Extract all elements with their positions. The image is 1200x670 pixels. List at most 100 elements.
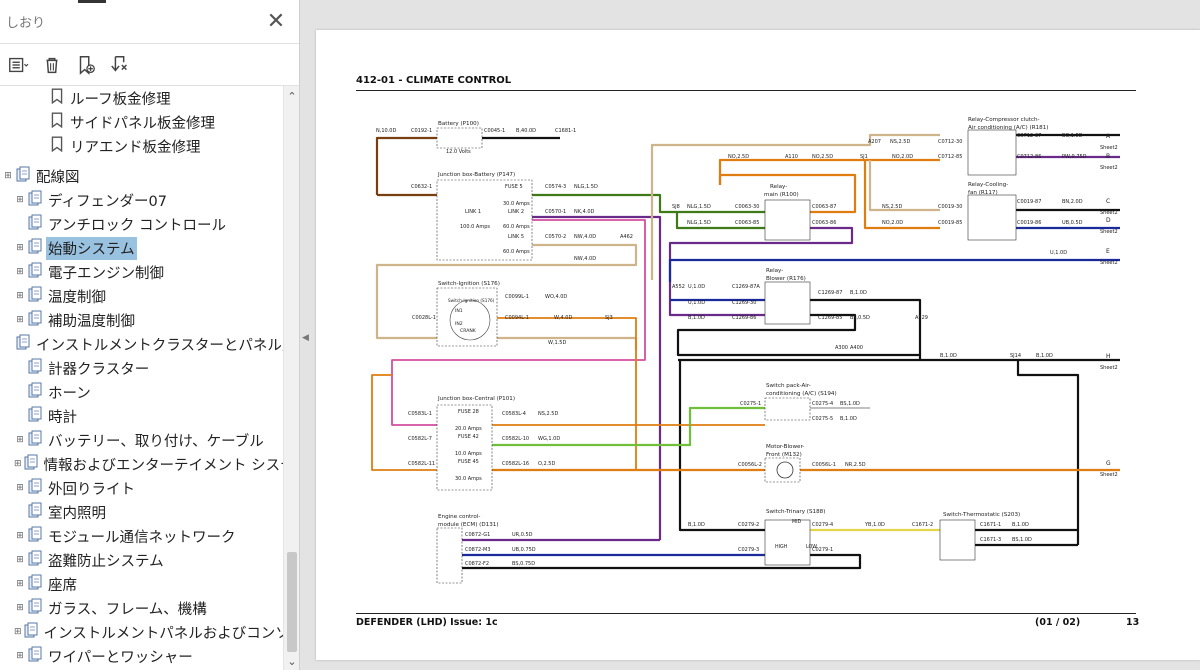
bookmark-item[interactable]: ⊞ ディフェンダー07 — [0, 188, 283, 212]
expand-toggle-icon[interactable]: ⊞ — [16, 555, 24, 565]
footer-page-number: 13 — [1126, 617, 1140, 628]
scroll-up-icon[interactable]: ⌃ — [287, 90, 297, 103]
trinary-mid-label: MID — [792, 519, 802, 525]
sheet-ref-label: Sheet2 — [1100, 472, 1118, 478]
wire-label: C1269-87 — [818, 290, 842, 296]
bookmark-item[interactable]: ⊞バッテリー、取り付け、ケーブル — [0, 428, 283, 452]
bookmark-label: リアエンド板金修理 — [70, 139, 201, 156]
bookmark-item[interactable]: 時計 — [0, 404, 283, 428]
wire-label: BS,0.5D — [850, 315, 870, 321]
wire-label: A300 — [835, 345, 848, 351]
relay-fan-label: fan (R117) — [968, 190, 998, 196]
wire-label: WG,1.0D — [538, 436, 560, 442]
ignition-inner-label: Switch-Ignition (S176) — [448, 298, 495, 303]
document-bookmark-icon — [22, 454, 42, 474]
scroll-down-icon[interactable]: ⌄ — [287, 655, 297, 668]
wire-label: BS,0.75D — [512, 561, 535, 567]
wire-label: NLG,1.5D — [687, 220, 711, 226]
expand-toggle-icon[interactable]: ⊞ — [16, 435, 24, 445]
trinary-low-label: LOW — [806, 544, 817, 550]
fuse-label: FUSE 45 — [458, 459, 479, 465]
bookmark-item[interactable]: 計器クラスター — [0, 356, 283, 380]
link-amps-label: 100.0 Amps — [460, 224, 490, 230]
wire-label: NS,2.5D — [882, 204, 902, 210]
sheet-ref-label: Sheet2 — [1100, 229, 1118, 235]
wire-purple — [668, 226, 854, 317]
expand-toggle-icon[interactable]: ⊞ — [16, 243, 24, 253]
bookmark-item[interactable]: ⊞ モジュール通信ネットワーク — [0, 524, 283, 548]
relay-blower-label: Relay- — [766, 268, 783, 274]
switch-ignition-box — [436, 287, 498, 347]
expand-toggle-icon[interactable]: ⊞ — [16, 195, 24, 205]
expand-toggle-icon[interactable]: ⊞ — [14, 459, 22, 469]
wire-black — [1016, 360, 1080, 545]
document-bookmark-icon — [26, 262, 46, 282]
bookmark-item[interactable]: ⊞電子エンジン制御 — [0, 260, 283, 284]
bookmark-label: ディフェンダー07 — [48, 193, 167, 210]
document-bookmark-icon — [26, 550, 46, 570]
bookmark-item[interactable]: ⊞外回りライト — [0, 476, 283, 500]
expand-toggle-icon[interactable]: ⊞ — [16, 291, 24, 301]
expand-toggle-icon[interactable]: ⊞ — [16, 603, 24, 613]
wire-pink — [391, 219, 646, 426]
bookmark-item[interactable]: アンチロック コントロール — [0, 212, 283, 236]
expand-toggle-icon[interactable]: ⊞ — [16, 267, 24, 277]
bookmark-item[interactable]: ⊞補助温度制御 — [0, 308, 283, 332]
ecm-label: Engine control- — [438, 514, 480, 520]
relay-compressor-box — [967, 129, 1017, 176]
link-amps-label: 60.0 Amps — [503, 249, 530, 255]
expand-toggle-icon[interactable]: ⊞ — [16, 531, 24, 541]
expand-toggle-icon[interactable]: ⊞ — [16, 315, 24, 325]
ignition-switch-dial — [449, 299, 491, 341]
expand-toggle-icon[interactable]: ⊞ — [4, 171, 12, 181]
bookmark-label: インストルメントパネルおよびコンソール — [43, 625, 283, 642]
scroll-thumb[interactable] — [287, 552, 297, 652]
bookmark-item[interactable]: ⊞座席 — [0, 572, 283, 596]
bookmark-item[interactable]: ⊞温度制御 — [0, 284, 283, 308]
expand-toggle-icon[interactable]: ⊞ — [14, 627, 22, 637]
bookmark-item[interactable]: インストルメントクラスターとパネル照明 — [0, 332, 283, 356]
wire-label: SJ8 — [672, 204, 680, 210]
bookmark-item[interactable]: ルーフ板金修理 — [0, 86, 283, 110]
collapse-panel-icon[interactable]: ◀ — [302, 333, 309, 343]
bookmark-item[interactable]: ⊞始動システム — [0, 236, 283, 260]
wire-label: A529 — [915, 315, 928, 321]
wire-label: C0582L-10 — [502, 436, 529, 442]
switch-ac-label: conditioning (A/C) (S194) — [766, 391, 837, 397]
bookmark-item[interactable]: ホーン — [0, 380, 283, 404]
wire-orange — [371, 317, 637, 471]
list-options-icon[interactable] — [4, 51, 32, 79]
bookmark-item[interactable]: ⊞ワイパーとワッシャー — [0, 644, 283, 668]
trash-icon[interactable] — [38, 51, 66, 79]
battery-volts-label: 12.0 Volts — [446, 149, 471, 155]
bookmark-item[interactable]: ⊞配線図 — [0, 164, 283, 188]
wire-label: PW,0.75D — [1062, 154, 1087, 160]
wire-label: SJ3 — [605, 315, 613, 321]
trinary-high-label: HIGH — [775, 544, 788, 550]
wire-label: U,1.0D — [688, 284, 705, 290]
bookmark-item[interactable]: ⊞ インストルメントパネルおよびコンソール — [0, 620, 283, 644]
new-bookmark-icon[interactable] — [72, 51, 100, 79]
wire-label: C1269-86 — [732, 315, 756, 321]
relay-blower-label: Blower (R176) — [766, 276, 806, 282]
bookmark-item[interactable]: サイドパネル板金修理 — [0, 110, 283, 134]
bookmark-item[interactable]: ⊞盗難防止システム — [0, 548, 283, 572]
document-bookmark-icon — [26, 430, 46, 450]
bookmark-item[interactable]: ⊞情報およびエンターテイメント システム — [0, 452, 283, 476]
bookmark-item[interactable]: リアエンド板金修理 — [0, 134, 283, 158]
bookmark-label: モジュール通信ネットワーク — [48, 529, 236, 546]
bookmark-search-icon[interactable] — [106, 51, 134, 79]
relay-compressor-label: Air conditioning (A/C) (R181) — [968, 125, 1048, 131]
close-panel-button[interactable]: ✕ — [266, 9, 286, 34]
wire-label: C1269-87A — [732, 284, 760, 290]
expand-toggle-icon[interactable]: ⊞ — [16, 651, 24, 661]
expand-toggle-icon[interactable]: ⊞ — [16, 579, 24, 589]
junction-box-battery — [436, 179, 533, 261]
document-bookmark-icon — [26, 502, 46, 522]
wire-lightgreen — [480, 406, 765, 447]
bookmark-item[interactable]: 室内照明 — [0, 500, 283, 524]
wire-label: C0872-M3 — [465, 547, 491, 553]
expand-toggle-icon[interactable]: ⊞ — [16, 483, 24, 493]
bookmark-scrollbar[interactable]: ⌃ ⌄ — [283, 86, 299, 670]
bookmark-item[interactable]: ⊞ガラス、フレーム、機構 — [0, 596, 283, 620]
